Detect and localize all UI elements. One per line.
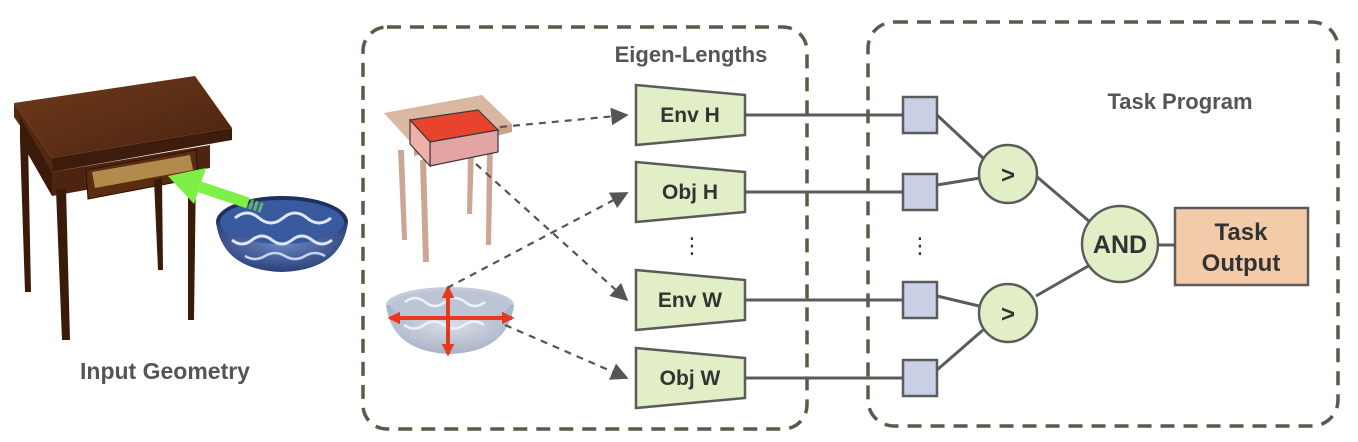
placement-arrow bbox=[168, 168, 264, 213]
eigen-lengths-panel bbox=[361, 25, 809, 431]
and-node: AND bbox=[1080, 204, 1160, 284]
compare-node-top: > bbox=[977, 143, 1039, 205]
value-ellipsis: ⋮ bbox=[909, 233, 931, 258]
and-node-label: AND bbox=[1093, 231, 1147, 259]
encoder-env-h-label: Env H bbox=[660, 104, 720, 127]
encoder-obj-h: Obj H bbox=[634, 160, 747, 224]
value-env-w bbox=[901, 280, 939, 320]
encoder-obj-w: Obj W bbox=[634, 346, 747, 410]
task-program-panel bbox=[866, 20, 1340, 428]
faded-table-icon bbox=[384, 95, 512, 262]
compare-node-top-label: > bbox=[1001, 162, 1015, 189]
input-geometry-label: Input Geometry bbox=[80, 358, 250, 384]
value-env-h bbox=[901, 95, 939, 135]
side-table-icon bbox=[14, 76, 232, 340]
eigen-lengths-title: Eigen-Lengths bbox=[615, 42, 768, 67]
task-program-title: Task Program bbox=[1107, 89, 1252, 114]
value-obj-w bbox=[901, 358, 939, 398]
encoder-env-h: Env H bbox=[634, 83, 747, 147]
compare-node-bottom: > bbox=[977, 282, 1039, 344]
patterned-bowl-icon bbox=[216, 196, 348, 272]
object-to-encoder-arrows bbox=[446, 107, 629, 380]
task-output-box: Task Output bbox=[1173, 206, 1310, 287]
compare-node-bottom-label: > bbox=[1001, 301, 1015, 328]
task-output-line1: Task bbox=[1215, 219, 1269, 246]
program-connectors bbox=[745, 113, 1175, 380]
value-obj-h bbox=[901, 172, 939, 212]
encoder-ellipsis: ⋮ bbox=[681, 233, 703, 258]
encoder-env-w-label: Env W bbox=[658, 289, 722, 312]
encoder-obj-w-label: Obj W bbox=[660, 367, 721, 390]
dimension-arrows bbox=[387, 285, 515, 357]
encoder-obj-h-label: Obj H bbox=[662, 181, 718, 204]
task-output-line2: Output bbox=[1202, 250, 1281, 277]
encoder-env-w: Env W bbox=[634, 268, 747, 332]
